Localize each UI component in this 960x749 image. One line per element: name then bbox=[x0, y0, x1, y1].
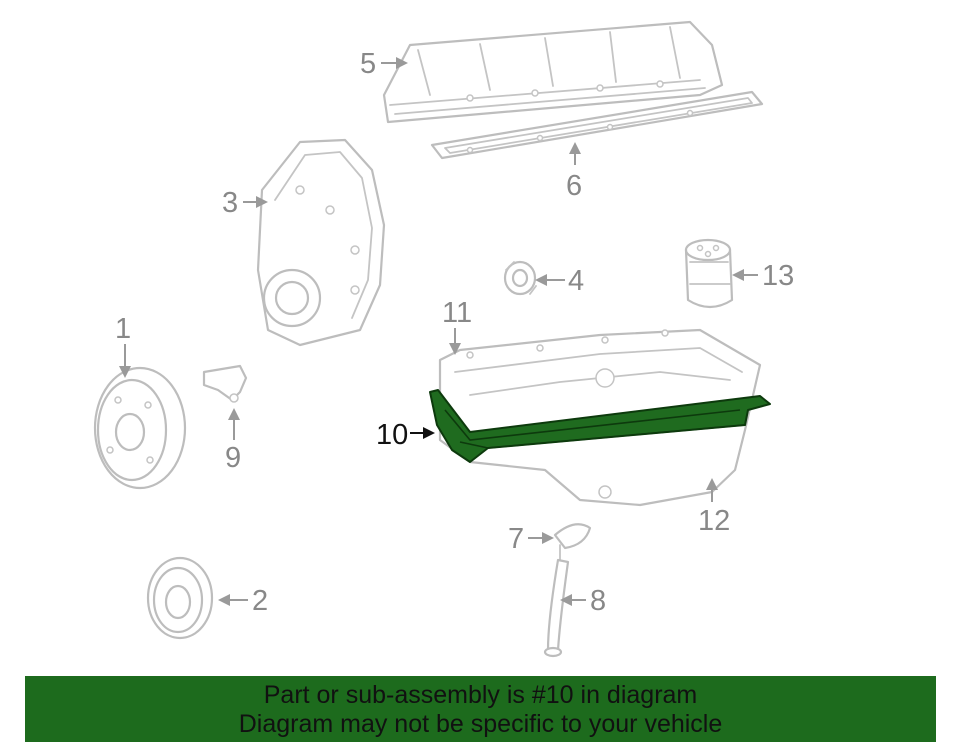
callout-9: 9 bbox=[225, 408, 241, 474]
callout-8: 8 bbox=[560, 585, 606, 617]
callout-label-5: 5 bbox=[360, 48, 376, 80]
banner-line-part: Part or sub-assembly is #10 in diagram bbox=[263, 681, 698, 709]
callout-4: 4 bbox=[535, 265, 584, 297]
callout-label-1: 1 bbox=[115, 313, 131, 345]
callout-label-2: 2 bbox=[252, 585, 268, 617]
callout-11: 11 bbox=[442, 297, 472, 355]
part-1-harmonic-balancer bbox=[93, 366, 187, 490]
part-info-banner: Part or sub-assembly is #10 in diagram D… bbox=[25, 676, 936, 742]
engine-parts-diagram: 1 2 3 4 5 6 7 8 9 bbox=[93, 20, 794, 658]
part-4-seal bbox=[503, 260, 537, 296]
callout-label-3: 3 bbox=[222, 187, 238, 219]
part-9-sensor bbox=[202, 364, 248, 403]
callout-label-6: 6 bbox=[566, 170, 582, 202]
part-10-oil-pan-gasket[interactable] bbox=[429, 389, 771, 463]
callout-5: 5 bbox=[360, 48, 408, 80]
callout-2: 2 bbox=[218, 585, 268, 617]
part-7-dipstick bbox=[553, 523, 592, 561]
part-3-timing-cover bbox=[256, 138, 386, 347]
callout-label-4: 4 bbox=[568, 265, 584, 297]
banner-line-disclaimer: Diagram may not be specific to your vehi… bbox=[238, 710, 723, 738]
part-8-dipstick-tube bbox=[543, 558, 570, 658]
callout-label-8: 8 bbox=[590, 585, 606, 617]
callout-7: 7 bbox=[508, 523, 554, 555]
callout-13: 13 bbox=[732, 260, 794, 292]
callout-3: 3 bbox=[222, 187, 268, 219]
callout-label-12: 12 bbox=[698, 505, 730, 537]
callout-label-11: 11 bbox=[442, 297, 472, 329]
callout-label-7: 7 bbox=[508, 523, 524, 555]
callout-12: 12 bbox=[698, 478, 730, 537]
callout-1: 1 bbox=[115, 313, 131, 378]
callout-10: 10 bbox=[376, 419, 435, 451]
callout-6: 6 bbox=[566, 142, 582, 202]
part-2-crank-pulley bbox=[146, 556, 214, 640]
part-6-valve-cover-gasket bbox=[430, 90, 764, 160]
callout-label-10: 10 bbox=[376, 419, 408, 451]
callout-label-9: 9 bbox=[225, 442, 241, 474]
part-13-oil-filter bbox=[684, 238, 734, 309]
part-5-valve-cover bbox=[382, 20, 724, 124]
callout-label-13: 13 bbox=[762, 260, 794, 292]
